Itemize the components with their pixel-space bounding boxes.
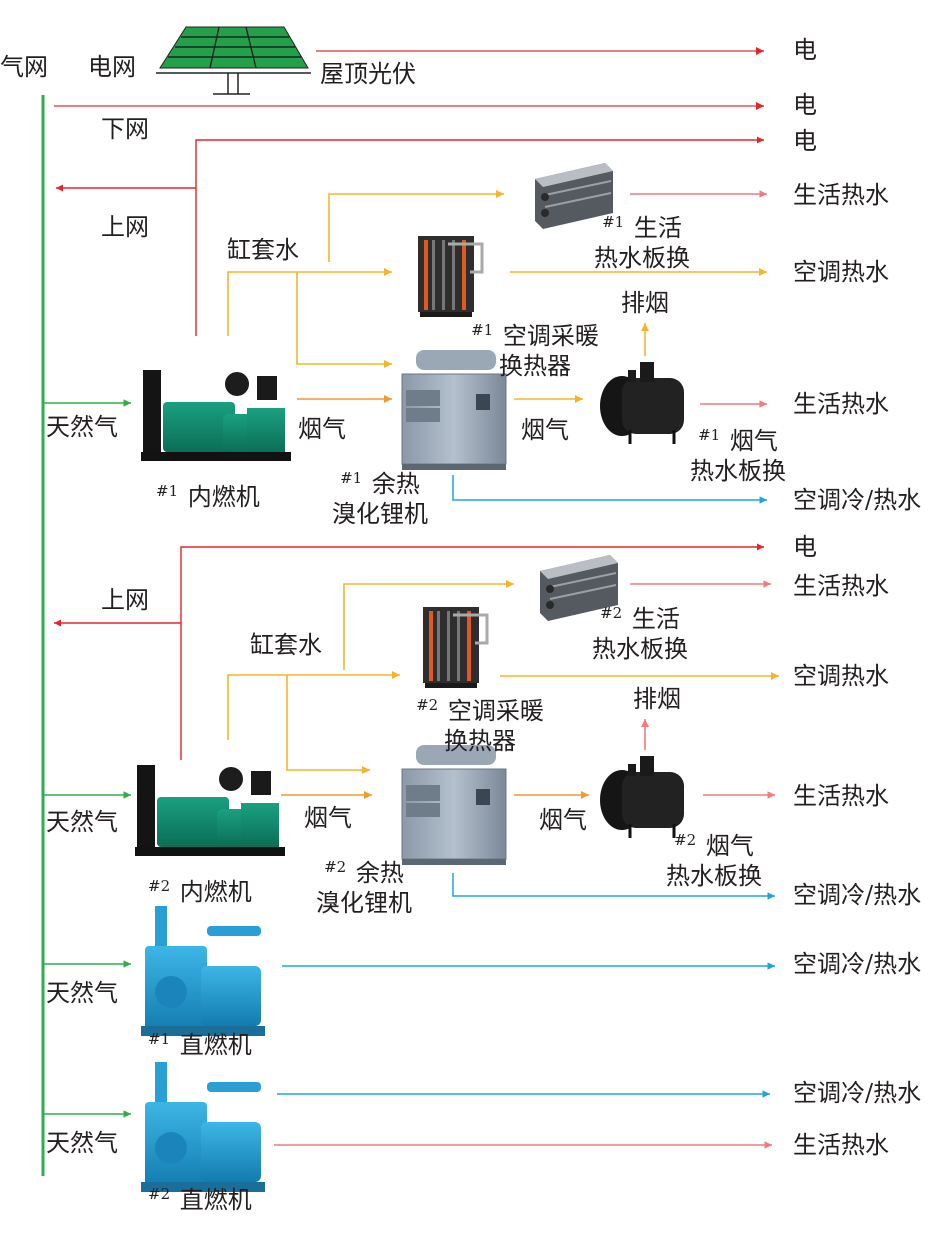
- output-label: 电: [793, 533, 817, 561]
- grid-export-2-label: 上网: [101, 586, 149, 614]
- output-label: 电: [793, 36, 817, 64]
- libr1-label: #1 余热溴化锂机: [332, 469, 428, 528]
- flue-hx1-icon: [600, 362, 684, 444]
- solar-panel-icon: [156, 26, 311, 95]
- rooftop-pv-label: 屋顶光伏: [320, 60, 416, 88]
- dhw-hx2-label: #2 生活热水板换: [592, 604, 688, 663]
- ice1-electric-line: [195, 136, 764, 336]
- exhaust-2-label: 排烟: [633, 685, 681, 713]
- flue-gas-2b-label: 烟气: [539, 806, 587, 834]
- output-label: 生活热水: [793, 1131, 889, 1159]
- direct1-label: #1 直燃机: [148, 1030, 252, 1059]
- natural-gas-3-label: 天然气: [46, 979, 118, 1007]
- ice2-electric-line: [180, 543, 764, 760]
- natural-gas-4-label: 天然气: [46, 1129, 118, 1157]
- exhaust-1-label: 排烟: [621, 289, 669, 317]
- output-label: 空调冷/热水: [793, 881, 922, 909]
- flue-hx1-label: #1 烟气热水板换: [690, 426, 786, 485]
- output-label: 生活热水: [793, 181, 889, 209]
- jacket-water-2-label: 缸套水: [250, 631, 322, 659]
- grid-purchase-label: 下网: [101, 115, 149, 143]
- jacket-water-1-label: 缸套水: [227, 236, 299, 264]
- dhw-hx1-plate-icon: [535, 163, 613, 229]
- natural-gas-2-label: 天然气: [46, 808, 118, 836]
- ac-hx2-icon: [423, 607, 489, 688]
- direct2-label: #2 直燃机: [148, 1185, 252, 1214]
- output-label: 生活热水: [793, 782, 889, 810]
- jacket-water-1-lines: [227, 190, 504, 368]
- output-label: 生活热水: [793, 572, 889, 600]
- output-label: 空调冷/热水: [793, 486, 922, 514]
- ice1-label: #1 内燃机: [156, 482, 260, 511]
- power-grid-label: 电网: [88, 53, 136, 81]
- output-label: 空调冷/热水: [793, 1079, 922, 1107]
- ice2-generator-icon: [135, 765, 285, 856]
- dhw-hx1-label: #1 生活热水板换: [594, 213, 690, 272]
- ac-hx1-icon: [418, 236, 484, 317]
- output-label: 空调热水: [793, 662, 889, 690]
- flue-hx2-label: #2 烟气热水板换: [666, 831, 762, 890]
- libr1-out-line: [452, 475, 767, 504]
- grid-export-1-label: 上网: [101, 213, 149, 241]
- ac-hx2-label: #2 空调采暖换热器: [416, 696, 544, 755]
- output-label: 电: [793, 127, 817, 155]
- jacket-water-2-lines: [227, 580, 514, 774]
- libr2-out-line: [452, 873, 775, 900]
- natural-gas-1-label: 天然气: [46, 413, 118, 441]
- flue-gas-1b-label: 烟气: [521, 416, 569, 444]
- output-label: 电: [793, 91, 817, 119]
- ac-hx1-label: #1 空调采暖换热器: [471, 321, 599, 380]
- output-label: 生活热水: [793, 390, 889, 418]
- direct1-chiller-icon: [141, 906, 265, 1036]
- dhw-hx2-plate-icon: [540, 555, 618, 621]
- output-label: 空调热水: [793, 258, 889, 286]
- direct2-chiller-icon: [141, 1062, 265, 1192]
- flue-gas-1a-label: 烟气: [298, 415, 346, 443]
- flue-gas-2a-label: 烟气: [304, 804, 352, 832]
- ice1-generator-icon: [141, 370, 291, 461]
- libr2-chiller-icon: [401, 745, 507, 865]
- gas-grid-label: 气网: [0, 53, 48, 81]
- flue-hx2-icon: [600, 756, 684, 838]
- ice2-label: #2 内燃机: [148, 877, 252, 906]
- libr2-label: #2 余热溴化锂机: [316, 858, 412, 917]
- output-label: 空调冷/热水: [793, 950, 922, 978]
- libr1-chiller-icon: [401, 350, 507, 470]
